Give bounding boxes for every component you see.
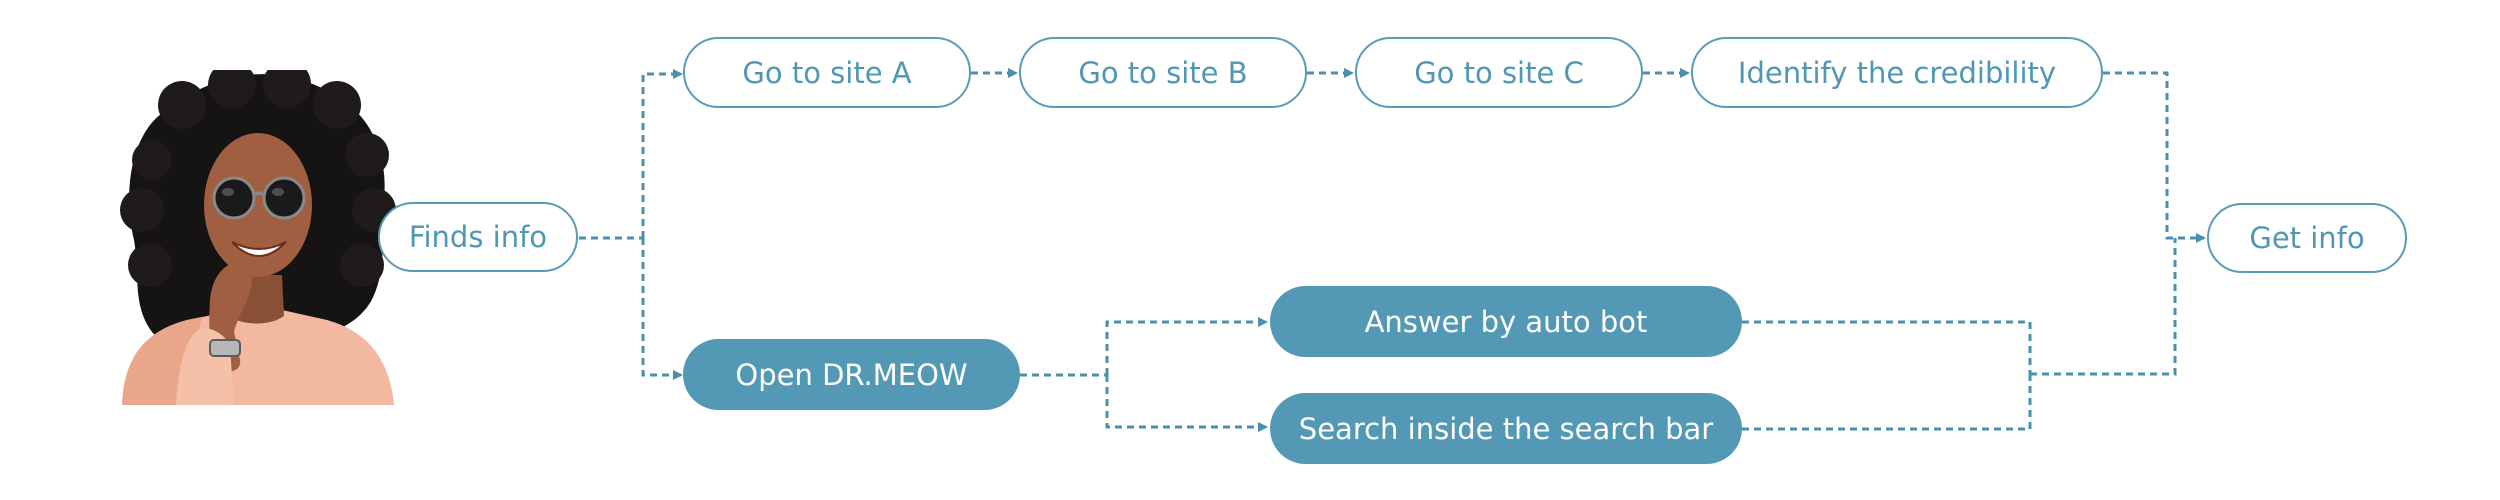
node-finds-info: Finds info bbox=[378, 202, 578, 272]
node-search-bar: Search inside the search bar bbox=[1270, 393, 1742, 464]
connector-auto-bot-out bbox=[1742, 320, 2032, 374]
node-identify-credibility: Identify the credibility bbox=[1691, 37, 2103, 108]
connector-split-to-search-bar bbox=[1105, 375, 1268, 432]
node-site-c: Go to site C bbox=[1355, 37, 1643, 108]
connector-search-bar-out bbox=[1742, 374, 2032, 431]
person-portrait-icon bbox=[120, 70, 396, 405]
connector-split-to-auto-bot bbox=[1105, 317, 1268, 375]
connector-merge-to-get-info bbox=[2030, 238, 2177, 376]
node-site-a: Go to site A bbox=[683, 37, 971, 108]
node-site-b: Go to site B bbox=[1019, 37, 1307, 108]
node-get-info: Get info bbox=[2207, 203, 2407, 273]
node-open-app: Open DR.MEOW bbox=[683, 339, 1020, 410]
node-auto-bot: Answer by auto bot bbox=[1270, 286, 1742, 357]
connector-identify-to-get-info bbox=[2103, 71, 2206, 243]
connector-split-to-site-a bbox=[641, 69, 683, 238]
connector-split-to-open-app bbox=[641, 238, 683, 380]
